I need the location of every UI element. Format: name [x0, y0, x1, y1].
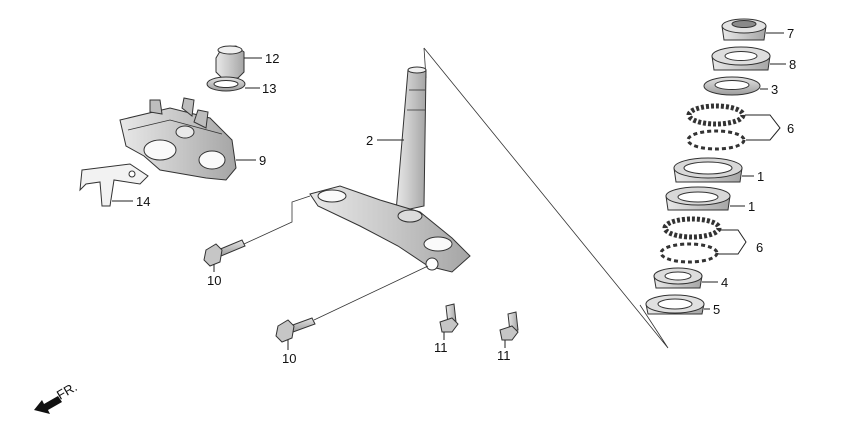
callout-5: 5	[713, 302, 720, 317]
cable-bracket	[79, 163, 149, 207]
screw-left	[439, 303, 459, 333]
callout-3: 3	[771, 82, 778, 97]
ball-bearing-upper	[686, 103, 746, 151]
leader-6b	[718, 229, 747, 255]
callout-9: 9	[259, 153, 266, 168]
callout-10a: 10	[207, 273, 221, 288]
screw-right	[499, 311, 519, 341]
steering-stem	[309, 66, 471, 273]
bottom-cone-race	[653, 267, 703, 289]
callout-13: 13	[262, 81, 276, 96]
bolt-guide-line-2	[313, 265, 429, 321]
callout-1a: 1	[757, 169, 764, 184]
callout-1b: 1	[748, 199, 755, 214]
callout-10b: 10	[282, 351, 296, 366]
callout-14: 14	[136, 194, 150, 209]
callout-8: 8	[789, 57, 796, 72]
ball-bearing-lower	[659, 216, 722, 264]
cap-nut	[215, 45, 245, 79]
clamp-bolt-upper	[203, 239, 246, 267]
assembly-guide-line	[423, 47, 669, 349]
dust-seal	[645, 294, 705, 315]
lower-ball-race	[665, 186, 731, 211]
front-direction-arrow	[34, 396, 62, 414]
washer	[206, 76, 246, 92]
lock-nut	[721, 18, 767, 41]
callout-7: 7	[787, 26, 794, 41]
callout-6b: 6	[756, 240, 763, 255]
callout-11b: 11	[497, 348, 511, 363]
upper-ball-race	[673, 157, 743, 183]
upper-triple-clamp	[119, 97, 237, 181]
callout-2: 2	[366, 133, 373, 148]
callout-12: 12	[265, 51, 279, 66]
callout-4: 4	[721, 275, 728, 290]
callout-11a: 11	[434, 340, 448, 355]
bolt-guide-line	[243, 195, 311, 245]
leader-6a	[745, 114, 781, 141]
callout-6a: 6	[787, 121, 794, 136]
adjusting-nut	[711, 46, 771, 71]
clamp-bolt-lower	[275, 317, 316, 343]
top-cone-race	[703, 76, 761, 96]
